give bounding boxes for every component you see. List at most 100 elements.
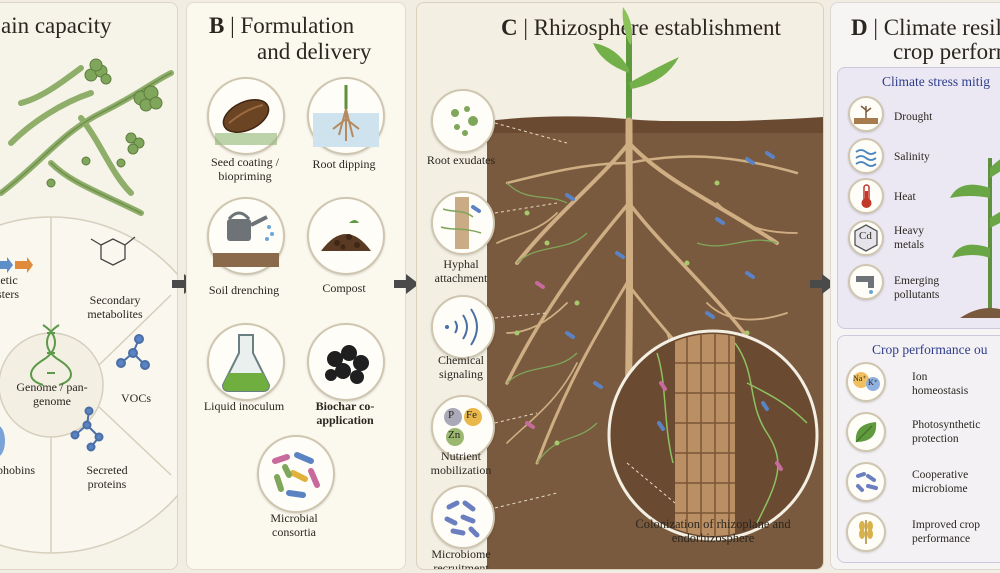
liquid-inoculum-circle: [207, 323, 285, 401]
crop-performance-title: Crop performance ou: [872, 342, 988, 357]
label-heavy-metals: Heavy metals: [894, 225, 925, 251]
inset-caption: Colonization of rhizoplane and endorhizo…: [635, 517, 791, 545]
bacteria-icon: [272, 452, 320, 498]
chemical-signaling-circle: [431, 295, 495, 359]
label-nutrient-mobilization: Nutrient mobilization: [430, 449, 492, 477]
panel-a-title: ain capacity: [1, 13, 112, 38]
label-ion-homeostasis: Ion homeostasis: [912, 371, 969, 397]
ion-homeostasis-icon-circle: Na⁺ K⁺: [846, 362, 886, 402]
hyphae-icon: [440, 197, 482, 249]
hydrophobin-icon: [0, 426, 5, 456]
voc-molecule-icon: [116, 334, 150, 370]
microbiome-cluster-icon: [856, 472, 878, 492]
label-root-dipping: Root dipping: [312, 157, 376, 171]
wheat-icon: [859, 520, 873, 544]
label-photosynthetic-protection: Photosynthetic protection: [912, 419, 981, 445]
panel-d-climate-resilience: D | Climate resili crop perform Climate …: [830, 2, 1000, 570]
label-genome: Genome / pan-genome: [16, 380, 88, 408]
label-compost: Compost: [322, 281, 366, 295]
leaf-icon: [855, 422, 877, 443]
root-dipping-icon: [313, 85, 379, 147]
pollutants-icon-circle: [848, 264, 884, 300]
ion-na: Na⁺: [853, 374, 867, 383]
label-microbial-consortia: Microbial consortia: [270, 511, 318, 539]
cooperative-microbiome-icon-circle: [846, 462, 886, 502]
nutrient-zn: Zn: [448, 429, 461, 441]
root-dipping-circle: [307, 77, 385, 155]
improved-crop-icon-circle: [846, 512, 886, 552]
label-cooperative-microbiome: Cooperative microbiome: [912, 469, 969, 495]
label-soil-drenching: Soil drenching: [208, 283, 280, 297]
panel-b-title-line2: and delivery: [257, 39, 372, 64]
fungal-mycelium-illustration: [0, 58, 174, 216]
label-drought: Drought: [894, 111, 933, 123]
faucet-icon: [856, 276, 874, 294]
colonization-inset: [607, 329, 819, 541]
strain-capacity-wheel: [0, 216, 177, 554]
heavy-metals-icon-circle: Cd: [848, 220, 884, 256]
label-seed-coating: Seed coating / biopriming: [211, 155, 279, 183]
photosynthetic-icon-circle: [846, 412, 886, 452]
seed-coating-circle: [207, 77, 285, 155]
label-heat: Heat: [894, 191, 916, 203]
microbes: [525, 151, 775, 429]
crop-performance-box: Crop performance ou Na⁺ K⁺ Ion homeostas…: [837, 335, 1000, 563]
cd-symbol: Cd: [859, 230, 872, 242]
microbiome-recruitment-circle: [431, 485, 495, 549]
label-improved-crop-performance: Improved crop performance: [912, 519, 981, 545]
salinity-icon: [855, 149, 877, 167]
signal-waves-icon: [445, 308, 478, 346]
leader-lines: [494, 122, 568, 509]
label-secondary-metabolites: Secondary metabolites: [87, 293, 143, 321]
label-root-exudates: Root exudates: [426, 153, 496, 167]
label-emerging-pollutants: Emerging pollutants: [894, 275, 940, 301]
heat-icon-circle: [848, 178, 884, 214]
molecule-icon: [90, 236, 136, 266]
drought-icon: [854, 105, 878, 124]
maize-plant-illustration: [950, 158, 1000, 318]
root-system-illustration: [487, 7, 823, 569]
biochar-icon: [325, 345, 369, 384]
watering-can-icon: [213, 211, 279, 267]
panel-c-rhizosphere: C | Rhizosphere establishment: [416, 2, 824, 570]
exudates-icon: [451, 106, 478, 136]
nutrient-icons: [444, 408, 482, 446]
plant-shoot: [593, 7, 679, 121]
ion-k: K⁺: [868, 378, 878, 387]
panel-d-title: D | Climate resili: [851, 15, 1000, 40]
microbiome-icon: [444, 500, 480, 538]
nutrient-p: P: [448, 409, 455, 421]
gene-cluster-arrows-icon: [0, 257, 33, 273]
panel-b-formulation-delivery: B | Formulation and delivery Seed coatin…: [186, 2, 406, 570]
thermometer-icon: [861, 184, 872, 208]
arrow-b-to-c: [394, 274, 419, 294]
climate-stress-box: Climate stress mitig Drought Salinity He…: [837, 67, 1000, 329]
compost-icon: [321, 220, 371, 251]
label-secreted-proteins: Secreted proteins: [86, 463, 128, 491]
panel-b-title: B | Formulation: [209, 13, 355, 38]
label-hyphal-attachment: Hyphal attachment: [434, 257, 488, 285]
heavy-metals-icon: [854, 224, 878, 252]
climate-stress-title: Climate stress mitig: [882, 74, 990, 89]
label-liquid-inoculum: Liquid inoculum: [203, 399, 285, 413]
microbial-consortia-circle: [257, 435, 335, 513]
spores: [514, 180, 750, 446]
panel-d-title-line2: crop perform: [893, 39, 1000, 64]
hyphal-attachment-circle: [431, 191, 495, 255]
salinity-icon-circle: [848, 138, 884, 174]
soil-drenching-circle: [207, 197, 285, 275]
label-chemical-signaling: Chemical signaling: [438, 353, 484, 381]
label-microbiome-recruitment: Microbiome recruitment: [431, 547, 491, 570]
secreted-protein-icon: [70, 406, 104, 452]
nutrient-mobilization-circle: P Fe Zn: [431, 395, 495, 459]
flask-icon: [221, 334, 271, 392]
label-salinity: Salinity: [894, 151, 930, 163]
seed-icon: [215, 99, 277, 145]
root-exudates-circle: [431, 89, 495, 153]
label-vocs: VOCs: [120, 391, 151, 405]
drought-icon-circle: [848, 96, 884, 132]
biochar-circle: [307, 323, 385, 401]
ion-icon: [853, 372, 880, 391]
panel-c-title: C | Rhizosphere establishment: [501, 15, 781, 40]
nutrient-fe: Fe: [466, 409, 477, 421]
